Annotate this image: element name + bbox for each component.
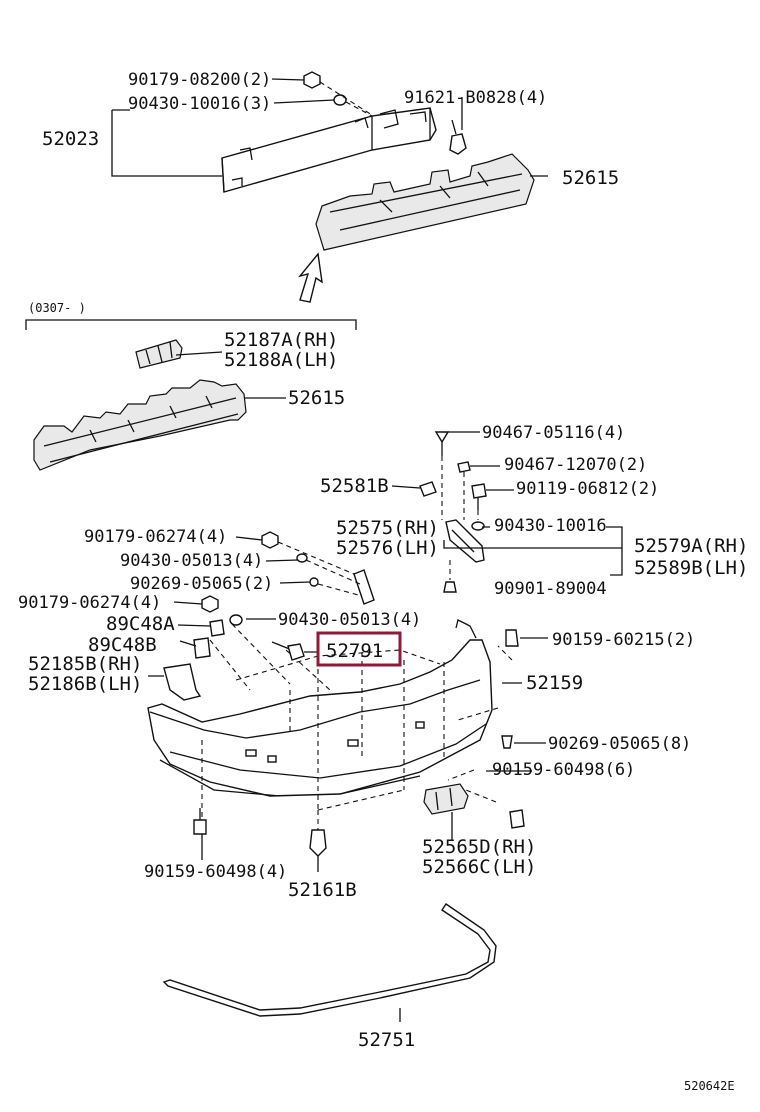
label-52565d: 52565D(RH) [422, 836, 536, 858]
leader-lines [111, 78, 623, 1022]
label-90269-05065-2: 90269-05065(2) [130, 574, 273, 594]
washer-90430-05013-b[interactable] [229, 614, 243, 626]
bracket-52185b[interactable] [163, 663, 202, 701]
arrow-up-icon [298, 252, 323, 303]
absorber-bracket-52187a[interactable] [135, 339, 183, 369]
retainer-89c48b[interactable] [193, 637, 211, 659]
label-52023: 52023 [42, 128, 99, 150]
label-52615-mid: 52615 [288, 387, 345, 409]
label-52575: 52575(RH) [336, 517, 439, 539]
nut-90179-06274-a[interactable] [261, 531, 279, 549]
label-90159-60215: 90159-60215(2) [552, 630, 695, 650]
label-52791: 52791 [326, 640, 383, 662]
date-range-bracket [25, 319, 357, 330]
label-52185b: 52185B(RH) [28, 653, 142, 675]
date-range-note: (0307- ) [28, 301, 86, 315]
washer-90430-10016[interactable] [471, 521, 485, 531]
label-90901-89004: 90901-89004 [494, 579, 607, 599]
label-90179-06274-b: 90179-06274(4) [18, 593, 161, 613]
label-90430-10016: 90430-10016 [494, 516, 607, 536]
footer-code: 520642E [684, 1079, 735, 1093]
label-52187a: 52187A(RH) [224, 329, 338, 351]
label-90179-06274-a: 90179-06274(4) [84, 527, 227, 547]
washer-90430-05013-a[interactable] [296, 553, 308, 563]
clip-52581b[interactable] [419, 481, 437, 497]
label-52159: 52159 [526, 672, 583, 694]
label-52751: 52751 [358, 1029, 415, 1051]
washer-90430-10016-3[interactable] [333, 94, 347, 106]
label-90430-05013-b: 90430-05013(4) [278, 610, 421, 630]
clip-90269-05065-a[interactable] [309, 577, 319, 587]
clip-52161b[interactable] [309, 829, 327, 857]
label-90467-05116: 90467-05116(4) [482, 423, 625, 443]
bolt-90159-60498-4[interactable] [193, 808, 207, 835]
label-52615-top: 52615 [562, 167, 619, 189]
label-52161b: 52161B [288, 879, 357, 901]
bolt-90119-06812[interactable] [471, 483, 487, 510]
nut-90179-08200[interactable] [303, 71, 321, 89]
nut-90179-06274-b[interactable] [201, 595, 219, 613]
energy-absorber-52615-mid[interactable] [33, 379, 247, 471]
label-90269-05065-8: 90269-05065(8) [548, 734, 691, 754]
clip-90901-89004[interactable] [443, 581, 457, 593]
bumper-cover-52159[interactable] [147, 619, 493, 797]
clip-90467-12070[interactable] [457, 461, 471, 473]
stud-bracket-left[interactable] [353, 569, 375, 605]
label-90430-10016-3: 90430-10016(3) [128, 94, 271, 114]
label-89c48a: 89C48A [106, 613, 175, 635]
label-90467-12070: 90467-12070(2) [504, 455, 647, 475]
bracket-52565d[interactable] [423, 783, 469, 815]
label-90119-06812: 90119-06812(2) [516, 479, 659, 499]
label-52186b: 52186B(LH) [28, 673, 142, 695]
label-52579a: 52579A(RH) [634, 535, 748, 557]
label-91621-b0828: 91621-B0828(4) [404, 88, 547, 108]
clip-90269-05065-8[interactable] [501, 735, 513, 749]
label-52188a: 52188A(LH) [224, 349, 338, 371]
label-90159-60498-4: 90159-60498(4) [144, 862, 287, 882]
label-52589b: 52589B(LH) [634, 557, 748, 579]
label-90430-05013-a: 90430-05013(4) [120, 551, 263, 571]
bumper-reinforcement-52023[interactable] [221, 107, 437, 193]
label-90179-08200: 90179-08200(2) [128, 70, 271, 90]
label-90159-60498-6: 90159-60498(6) [492, 760, 635, 780]
bolt-90159-60215[interactable] [505, 629, 519, 647]
label-52566c: 52566C(LH) [422, 856, 536, 878]
retainer-89c48a[interactable] [209, 619, 225, 637]
label-52581b: 52581B [320, 475, 389, 497]
bolt-52791[interactable] [271, 641, 305, 661]
label-52576: 52576(LH) [336, 537, 439, 559]
label-89c48b: 89C48B [88, 634, 157, 656]
bolt-90159-60498-6[interactable] [509, 809, 525, 829]
bolt-91621-b0828[interactable] [449, 119, 467, 155]
molding-52751[interactable] [162, 903, 497, 1017]
energy-absorber-52615-top[interactable] [315, 153, 535, 251]
highlight-box-52791[interactable] [316, 631, 402, 667]
clip-90467-05116[interactable] [434, 431, 450, 456]
